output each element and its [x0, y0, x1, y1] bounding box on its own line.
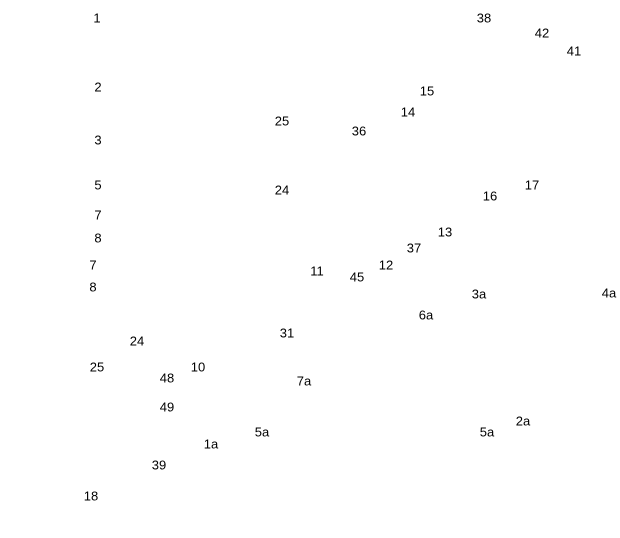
number-label: 14 — [400, 104, 416, 120]
number-label: 5 — [94, 177, 102, 193]
number-label: 24 — [129, 333, 145, 349]
number-label: 42 — [534, 25, 550, 41]
number-label: 7 — [89, 257, 97, 273]
number-label: 18 — [83, 488, 99, 504]
number-label: 8 — [89, 279, 97, 295]
number-label: 5a — [479, 424, 495, 440]
number-label: 6a — [418, 307, 434, 323]
number-label: 15 — [419, 83, 435, 99]
number-label: 2a — [515, 413, 531, 429]
number-label: 8 — [94, 230, 102, 246]
number-label: 37 — [406, 240, 422, 256]
number-label: 38 — [476, 10, 492, 26]
number-label: 5a — [254, 424, 270, 440]
number-label: 12 — [378, 257, 394, 273]
number-label: 3 — [94, 132, 102, 148]
number-label: 24 — [274, 182, 290, 198]
number-label: 11 — [310, 263, 324, 279]
number-label: 7 — [94, 207, 102, 223]
number-label: 49 — [159, 399, 175, 415]
number-label: 3a — [471, 286, 487, 302]
number-label: 25 — [274, 113, 290, 129]
number-label: 1a — [203, 436, 219, 452]
number-label: 45 — [349, 269, 365, 285]
number-label: 10 — [190, 359, 206, 375]
number-label: 39 — [151, 457, 167, 473]
number-label: 48 — [159, 370, 175, 386]
number-label: 16 — [482, 188, 498, 204]
number-label: 2 — [94, 79, 102, 95]
number-label: 7a — [296, 373, 312, 389]
number-label: 1 — [93, 10, 101, 26]
number-label: 31 — [279, 325, 295, 341]
number-label: 36 — [351, 123, 367, 139]
number-label: 17 — [524, 177, 540, 193]
number-label: 13 — [437, 224, 453, 240]
number-label: 41 — [566, 43, 582, 59]
number-label: 25 — [89, 359, 105, 375]
number-label: 4a — [601, 285, 617, 301]
